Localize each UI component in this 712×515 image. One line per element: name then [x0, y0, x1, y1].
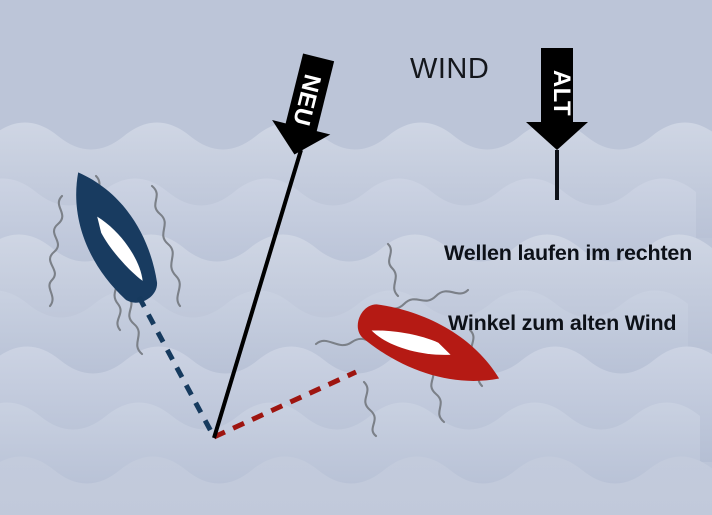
- wake-line: [48, 194, 64, 308]
- alt-arrow-label: ALT: [548, 69, 575, 117]
- alt-wind-arrow: [526, 48, 588, 150]
- wind-title-label: WIND: [410, 53, 490, 85]
- new-wind-line: [212, 149, 303, 439]
- alt-arrow-shaft: [541, 48, 573, 124]
- red-boat-sail: [371, 330, 451, 355]
- caption-line-2: Winkel zum alten Wind: [448, 311, 677, 336]
- wave-angle-caption: Wellen laufen im rechten Winkel zum alte…: [444, 196, 692, 382]
- wake-line: [150, 184, 182, 308]
- blue-layline: [136, 295, 217, 439]
- blue-boat-sail: [97, 216, 143, 281]
- caption-line-1: Wellen laufen im rechten: [444, 241, 693, 266]
- red-layline: [212, 369, 358, 440]
- neu-arrow-head: [272, 120, 331, 155]
- red-boat: [357, 304, 500, 381]
- blue-boat: [76, 172, 158, 303]
- neu-arrow-shaft: [284, 53, 335, 136]
- alt-arrow-head: [526, 122, 588, 150]
- wake-line: [362, 380, 378, 438]
- neu-wind-arrow: [272, 53, 335, 155]
- wake-line: [126, 294, 144, 356]
- wake-line: [386, 242, 400, 298]
